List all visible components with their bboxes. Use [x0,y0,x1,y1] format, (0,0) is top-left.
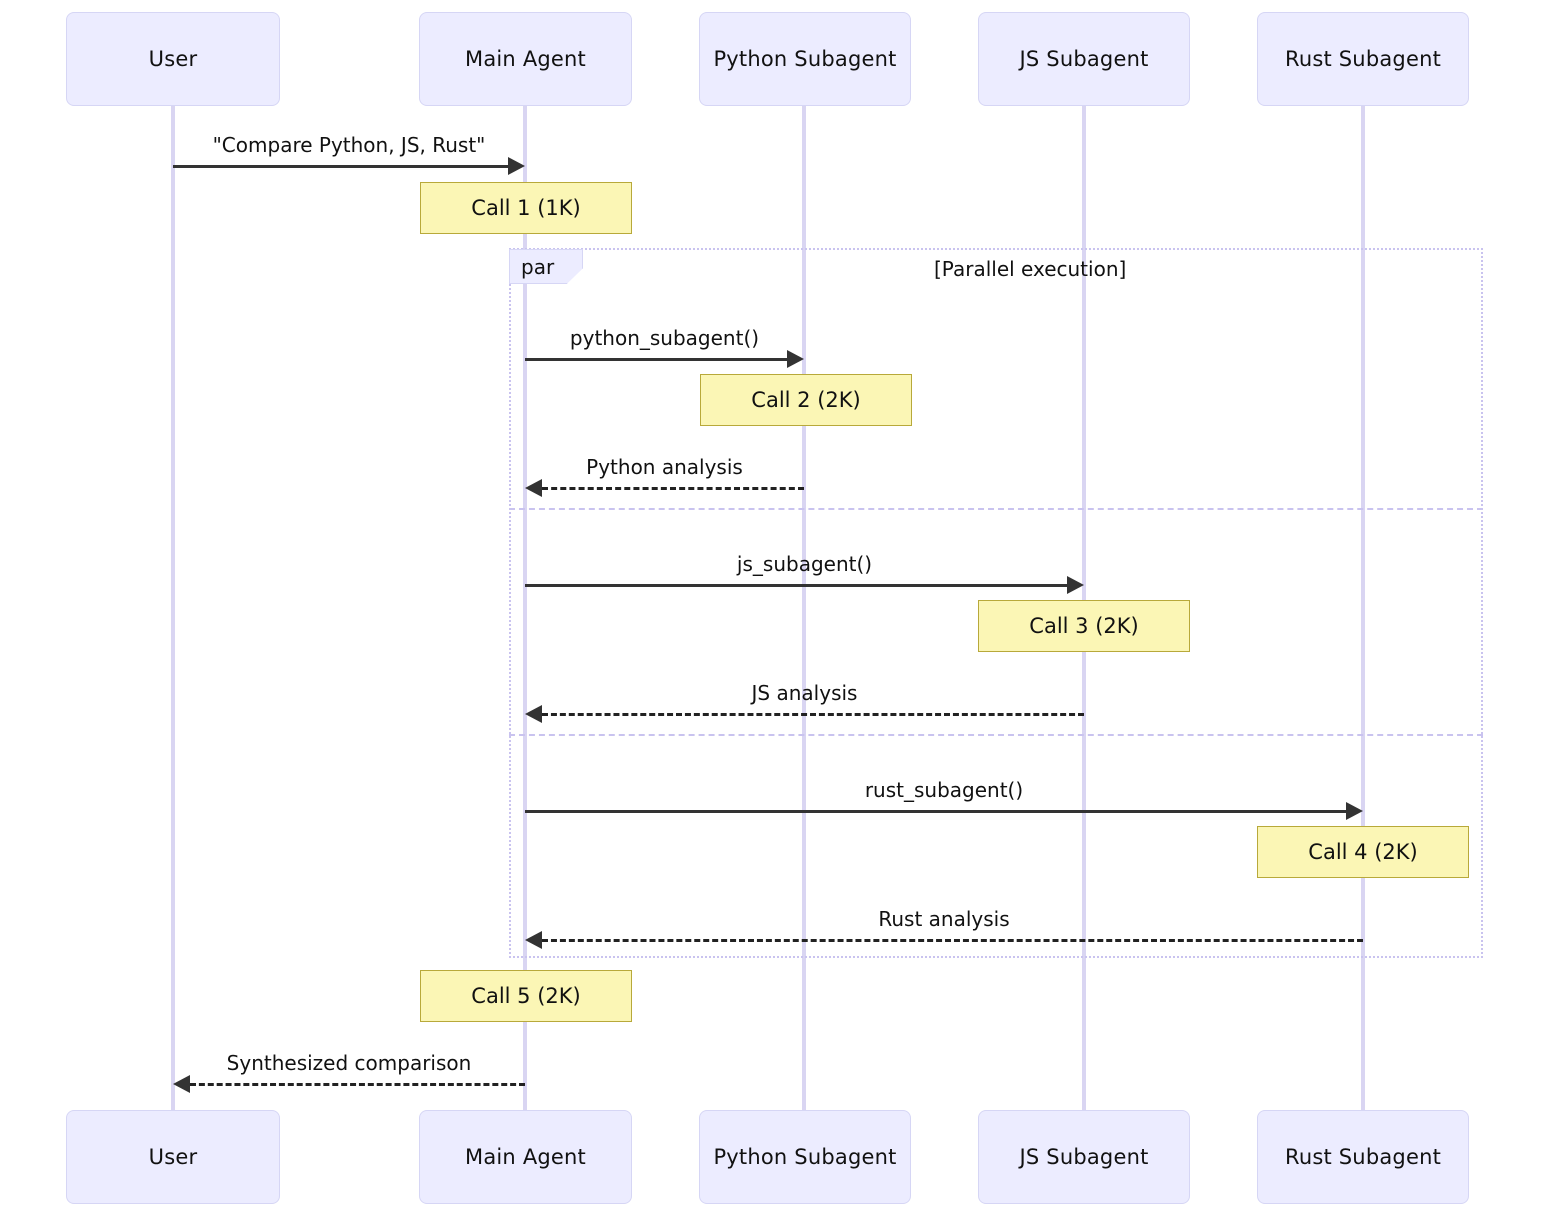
par-fragment-divider-1 [509,508,1483,510]
message-line-python-analysis [542,487,804,490]
message-line-synthesized-comparison [190,1083,525,1086]
participant-box-user-bottom[interactable]: User [66,1110,280,1204]
lifeline-user [171,106,175,1110]
message-label-python-subagent-call: python_subagent() [569,326,760,350]
message-arrowhead-rust-analysis [525,931,542,949]
message-label-compare-request: "Compare Python, JS, Rust" [212,133,486,157]
message-line-js-analysis [542,713,1084,716]
note-call-3: Call 3 (2K) [978,600,1190,652]
participant-box-main-top[interactable]: Main Agent [419,12,632,106]
note-call-1: Call 1 (1K) [420,182,632,234]
message-line-rust-analysis [542,939,1363,942]
participant-box-user-top[interactable]: User [66,12,280,106]
message-arrowhead-js-analysis [525,705,542,723]
participant-box-js-top[interactable]: JS Subagent [978,12,1190,106]
message-arrowhead-python-subagent-call [787,350,804,368]
par-fragment [509,248,1483,958]
message-label-synthesized-comparison: Synthesized comparison [226,1051,472,1075]
participant-box-main-bottom[interactable]: Main Agent [419,1110,632,1204]
message-arrowhead-compare-request [508,157,525,175]
message-line-python-subagent-call [525,358,787,361]
par-fragment-divider-2 [509,734,1483,736]
par-fragment-title: [Parallel execution] [934,257,1127,281]
message-label-js-analysis: JS analysis [751,681,858,705]
message-arrowhead-python-analysis [525,479,542,497]
message-label-rust-analysis: Rust analysis [878,907,1010,931]
lifeline-rust [1361,106,1365,1110]
message-label-js-subagent-call: js_subagent() [736,552,873,576]
message-arrowhead-synthesized-comparison [173,1075,190,1093]
note-call-5: Call 5 (2K) [420,970,632,1022]
lifeline-python [802,106,806,1110]
message-line-rust-subagent-call [525,810,1346,813]
participant-box-python-top[interactable]: Python Subagent [699,12,911,106]
participant-box-python-bottom[interactable]: Python Subagent [699,1110,911,1204]
note-call-2: Call 2 (2K) [700,374,912,426]
par-fragment-keyword: par [509,249,583,284]
message-line-compare-request [173,165,508,168]
message-label-rust-subagent-call: rust_subagent() [864,778,1024,802]
participant-box-js-bottom[interactable]: JS Subagent [978,1110,1190,1204]
message-arrowhead-rust-subagent-call [1346,802,1363,820]
participant-box-rust-top[interactable]: Rust Subagent [1257,12,1469,106]
message-line-js-subagent-call [525,584,1067,587]
participant-box-rust-bottom[interactable]: Rust Subagent [1257,1110,1469,1204]
message-arrowhead-js-subagent-call [1067,576,1084,594]
lifeline-main [523,106,527,1110]
note-call-4: Call 4 (2K) [1257,826,1469,878]
message-label-python-analysis: Python analysis [586,455,743,479]
